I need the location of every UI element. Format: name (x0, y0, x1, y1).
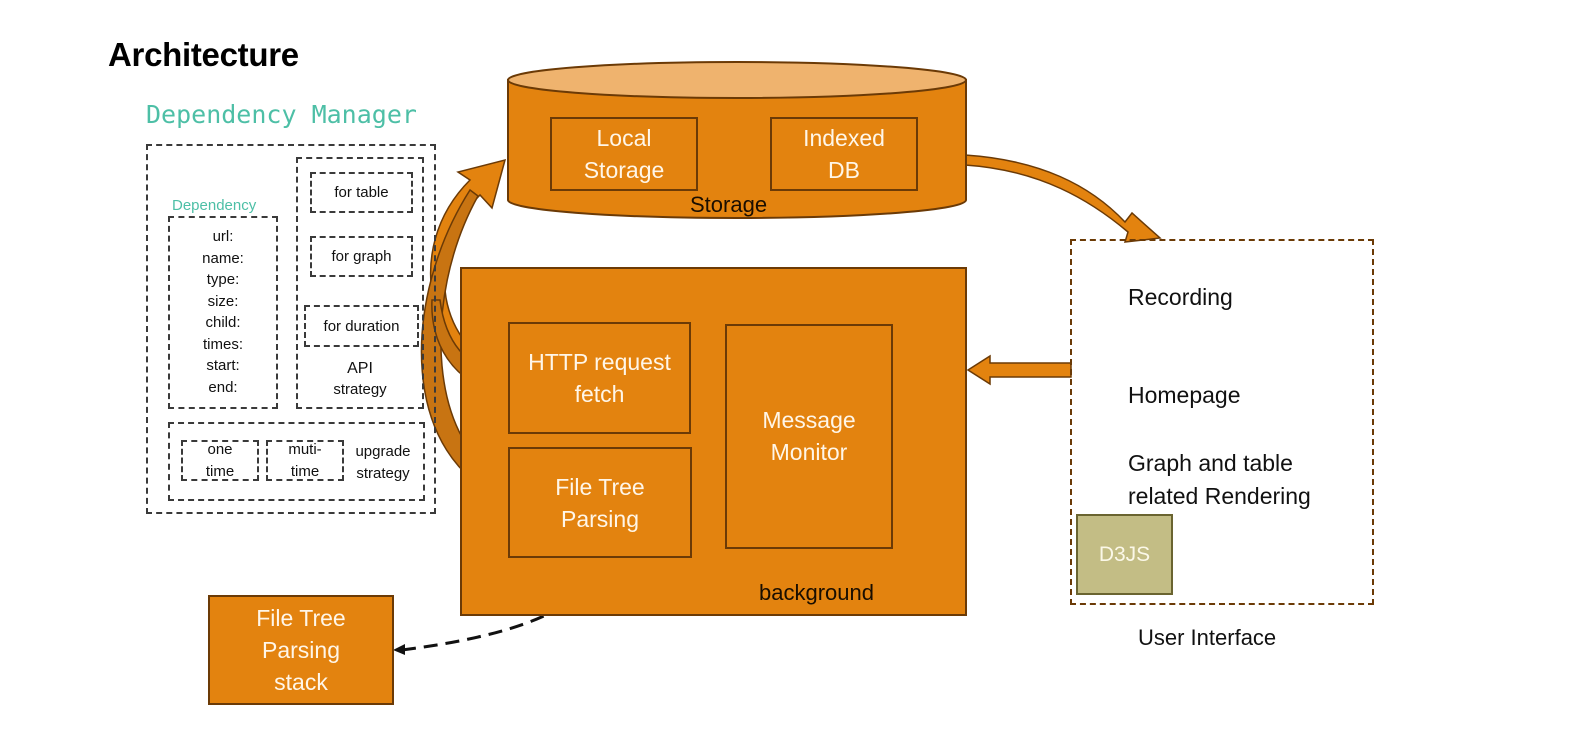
api-strategy-label: API strategy (333, 360, 387, 398)
curved-arrow-from-file-tree (420, 188, 509, 502)
field-url: url: (212, 228, 234, 245)
field-child: child: (205, 314, 241, 331)
user-interface-box (1070, 239, 1374, 605)
strategy-for-graph: for graph (310, 236, 413, 277)
arrow-ui-to-background (966, 354, 1072, 386)
ui-item-rendering: Graph and table related Rendering (1128, 450, 1311, 509)
arrowhead-left (393, 644, 405, 655)
field-name: name: (202, 249, 244, 267)
upgrade-strategy-box (168, 422, 425, 501)
file-tree-parsing-box: File Tree Parsing (508, 447, 692, 558)
page-title: Architecture (108, 36, 299, 73)
dependency-manager-title: Dependency Manager (146, 100, 417, 129)
storage-label: Storage (690, 192, 768, 217)
dependency-label: Dependency (172, 197, 257, 214)
api-strategy-box (296, 157, 424, 409)
field-end: end: (208, 378, 238, 396)
curved-arrow-to-ui (964, 154, 1162, 243)
dependency-fields-box: url: name: type: size: child: times: sta… (168, 216, 278, 409)
user-interface-label: User Interface (1138, 625, 1277, 650)
file-tree-stack-box: File Tree Parsing stack (208, 595, 394, 705)
message-monitor-box: Message Monitor (725, 324, 893, 549)
ui-item-recording: Recording (1128, 284, 1233, 310)
field-type: type: (206, 271, 240, 288)
strategy-for-table: for table (310, 172, 413, 213)
http-request-box: HTTP request fetch (508, 322, 691, 434)
indexed-db-box: Indexed DB (770, 117, 918, 191)
dependency-manager-box (146, 144, 436, 514)
background-label: background (759, 580, 874, 605)
strategy-for-duration: for duration (304, 305, 419, 347)
local-storage-box: Local Storage (550, 117, 698, 191)
upgrade-one-time: one time (181, 440, 259, 481)
d3js-box: D3JS (1076, 514, 1173, 595)
field-size: size: (207, 292, 239, 310)
upgrade-multi-time: muti- time (266, 440, 344, 481)
ui-item-homepage: Homepage (1128, 382, 1241, 408)
field-start: start: (206, 357, 240, 374)
field-times: times: (202, 335, 243, 353)
upgrade-strategy-label: upgrade strategy (355, 443, 411, 482)
